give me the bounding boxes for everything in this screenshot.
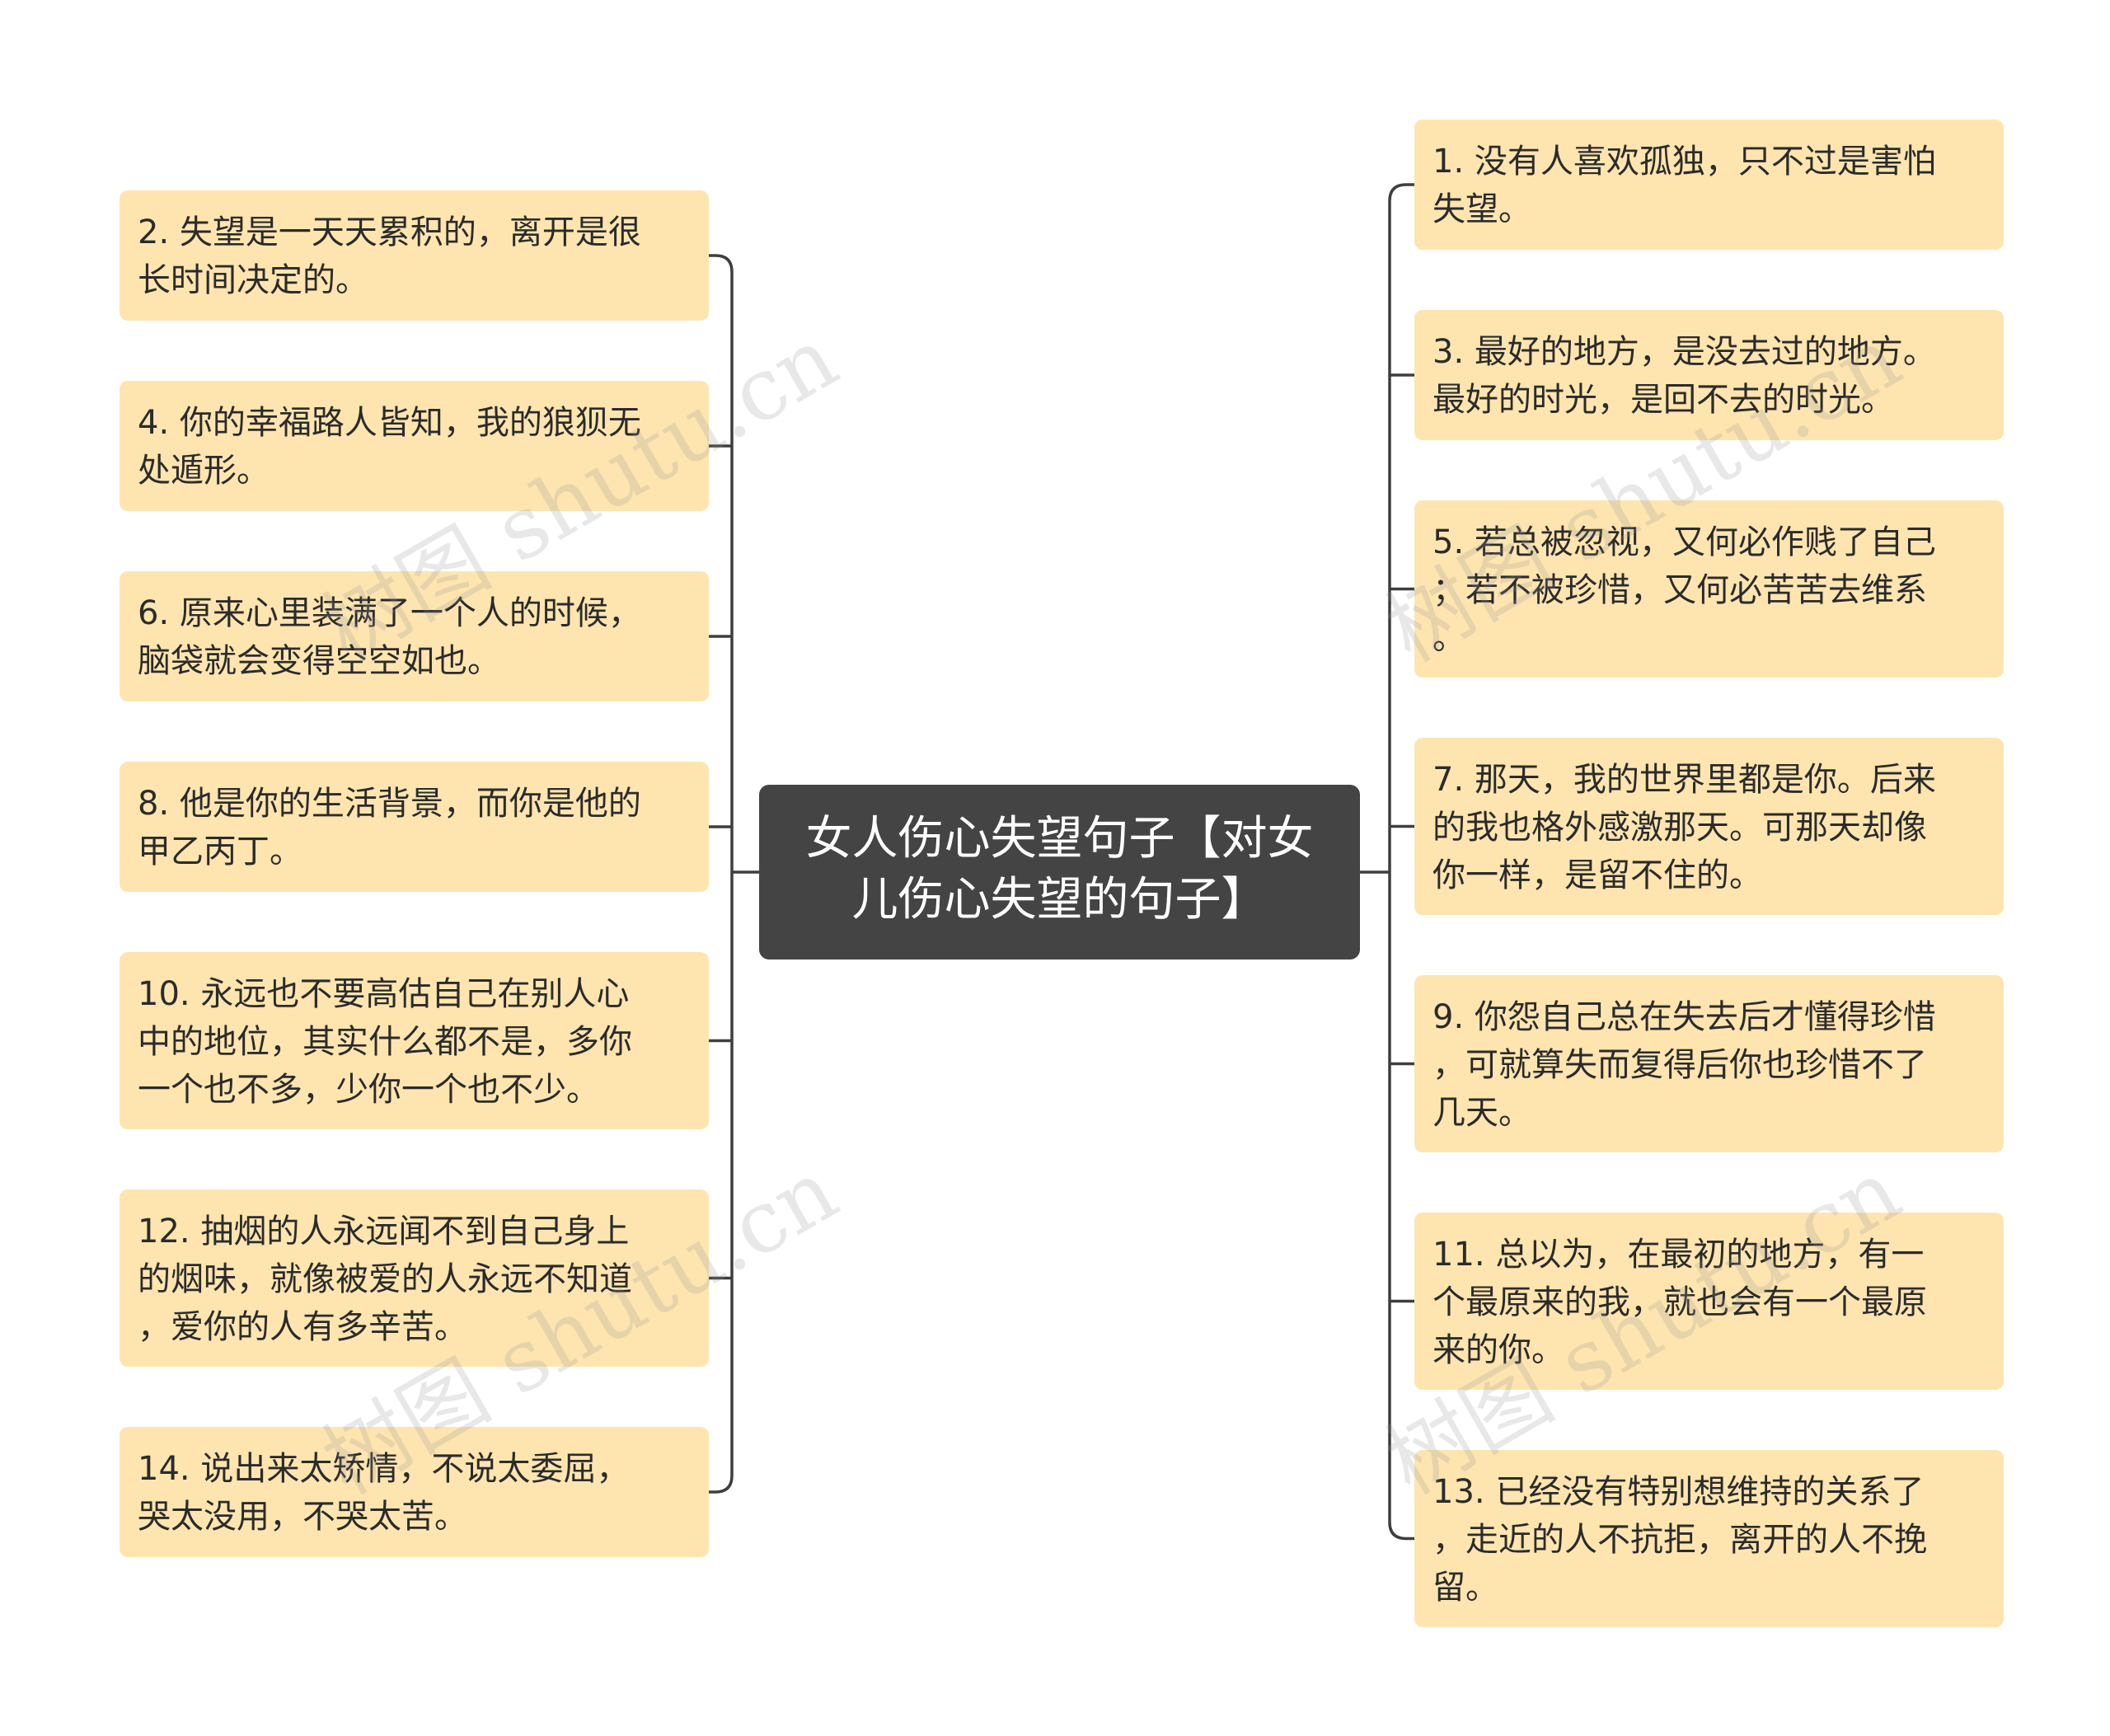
left-topic-2[interactable]: 4. 你的幸福路人皆知，我的狼狈无 处遁形。 bbox=[120, 381, 709, 511]
connector-line bbox=[1388, 872, 1414, 1541]
left-topic-1[interactable]: 2. 失望是一天天累积的，离开是很 长时间决定的。 bbox=[120, 190, 709, 321]
right-topic-6[interactable]: 11. 总以为，在最初的地方，有一 个最原来的我，就也会有一个最原 来的你。 bbox=[1414, 1213, 2004, 1390]
connector-line bbox=[709, 254, 734, 872]
connector-line bbox=[1388, 183, 1414, 872]
right-topic-7[interactable]: 13. 已经没有特别想维持的关系了 ，走近的人不抗拒，离开的人不挽 留。 bbox=[1414, 1450, 2004, 1627]
left-topic-6[interactable]: 12. 抽烟的人永远闻不到自己身上 的烟味，就像被爱的人永远不知道 ，爱你的人有… bbox=[120, 1189, 709, 1367]
connector-line bbox=[709, 872, 734, 1494]
right-topic-1[interactable]: 1. 没有人喜欢孤独，只不过是害怕 失望。 bbox=[1414, 120, 2004, 250]
root-topic[interactable]: 女人伤心失望句子【对女 儿伤心失望的句子】 bbox=[759, 785, 1360, 959]
right-topic-5[interactable]: 9. 你怨自己总在失去后才懂得珍惜 ，可就算失而复得后你也珍惜不了 几天。 bbox=[1414, 975, 2004, 1152]
right-topic-4[interactable]: 7. 那天，我的世界里都是你。后来 的我也格外感激那天。可那天却像 你一样，是留… bbox=[1414, 738, 2004, 915]
left-topic-3[interactable]: 6. 原来心里装满了一个人的时候， 脑袋就会变得空空如也。 bbox=[120, 571, 709, 701]
right-topic-2[interactable]: 3. 最好的地方，是没去过的地方。 最好的时光，是回不去的时光。 bbox=[1414, 310, 2004, 440]
right-topic-3[interactable]: 5. 若总被忽视，又何必作贱了自己 ；若不被珍惜，又何必苦苦去维系 。 bbox=[1414, 500, 2004, 678]
left-topic-4[interactable]: 8. 他是你的生活背景，而你是他的 甲乙丙丁。 bbox=[120, 762, 709, 892]
left-topic-5[interactable]: 10. 永远也不要高估自己在别人心 中的地位，其实什么都不是，多你 一个也不多，… bbox=[120, 952, 709, 1129]
left-topic-7[interactable]: 14. 说出来太矫情，不说太委屈， 哭太没用，不哭太苦。 bbox=[120, 1427, 709, 1557]
